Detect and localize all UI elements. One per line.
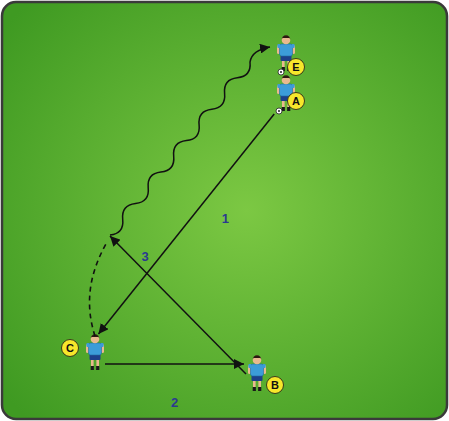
pass-arrow xyxy=(105,363,244,365)
pass-arrow xyxy=(110,236,246,374)
player-letter: C xyxy=(61,339,79,357)
pass-arrow xyxy=(98,114,274,334)
player-figure xyxy=(248,355,266,391)
player-node: B xyxy=(244,354,286,394)
player-node: C xyxy=(60,334,105,374)
ball xyxy=(276,108,282,114)
pass-number: 2 xyxy=(171,395,178,410)
player-node: A xyxy=(272,77,306,114)
player-letter: A xyxy=(287,92,305,110)
pass-number: 3 xyxy=(141,249,148,264)
pass-number: 1 xyxy=(222,211,229,226)
player-letter: E xyxy=(287,58,305,76)
ball xyxy=(278,69,284,75)
player-figure xyxy=(86,334,104,370)
player-node: E xyxy=(272,36,306,76)
run-path xyxy=(90,244,106,336)
dribble-path xyxy=(110,47,270,235)
player-letter: B xyxy=(266,376,284,394)
